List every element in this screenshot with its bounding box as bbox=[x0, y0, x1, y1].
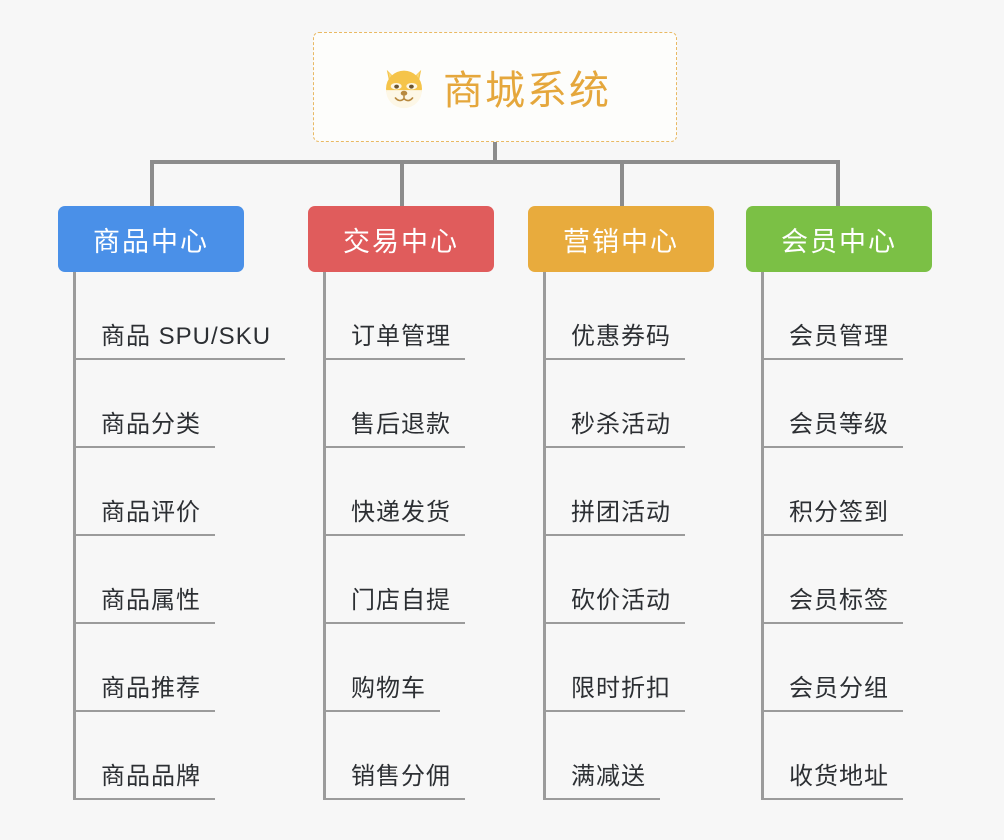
root-title: 商城系统 bbox=[443, 69, 611, 113]
item-label: 商品属性 bbox=[101, 587, 201, 614]
shiba-inu-icon bbox=[379, 62, 429, 112]
list-item[interactable]: 购物车 bbox=[308, 624, 494, 712]
list-item[interactable]: 售后退款 bbox=[308, 360, 494, 448]
branch-spine-3 bbox=[543, 272, 546, 800]
connector-drop-1 bbox=[150, 160, 154, 208]
list-item[interactable]: 商品属性 bbox=[58, 536, 244, 624]
connector-drop-3 bbox=[620, 160, 624, 208]
branch-header-1[interactable]: 商品中心 bbox=[58, 206, 244, 272]
list-item[interactable]: 商品推荐 bbox=[58, 624, 244, 712]
branch-column-1: 商品中心 商品 SPU/SKU 商品分类 商品评价 商品属性 商品推荐 商品品牌 bbox=[58, 206, 286, 800]
connector-drop-2 bbox=[400, 160, 404, 208]
item-label: 购物车 bbox=[351, 675, 426, 702]
branch-header-3[interactable]: 营销中心 bbox=[528, 206, 714, 272]
branch-spine-1 bbox=[73, 272, 76, 800]
item-label: 商品评价 bbox=[101, 499, 201, 526]
item-label: 会员管理 bbox=[789, 323, 889, 350]
item-label: 砍价活动 bbox=[571, 587, 671, 614]
item-label: 销售分佣 bbox=[351, 763, 451, 790]
list-item[interactable]: 商品评价 bbox=[58, 448, 244, 536]
branch-items-4: 会员管理 会员等级 积分签到 会员标签 会员分组 收货地址 bbox=[746, 272, 932, 800]
item-label: 积分签到 bbox=[789, 499, 889, 526]
item-label: 拼团活动 bbox=[571, 499, 671, 526]
branch-items-1: 商品 SPU/SKU 商品分类 商品评价 商品属性 商品推荐 商品品牌 bbox=[58, 272, 286, 800]
item-label: 秒杀活动 bbox=[571, 411, 671, 438]
branch-column-2: 交易中心 订单管理 售后退款 快递发货 门店自提 购物车 销售分佣 bbox=[308, 206, 494, 800]
item-label: 商品品牌 bbox=[101, 763, 201, 790]
connector-root-stub bbox=[493, 142, 497, 164]
branch-header-4[interactable]: 会员中心 bbox=[746, 206, 932, 272]
list-item[interactable]: 会员分组 bbox=[746, 624, 932, 712]
branch-column-3: 营销中心 优惠券码 秒杀活动 拼团活动 砍价活动 限时折扣 满减送 bbox=[528, 206, 714, 800]
list-item[interactable]: 满减送 bbox=[528, 712, 714, 800]
list-item[interactable]: 商品 SPU/SKU bbox=[58, 272, 286, 360]
item-label: 会员标签 bbox=[789, 587, 889, 614]
item-label: 快递发货 bbox=[351, 499, 451, 526]
list-item[interactable]: 快递发货 bbox=[308, 448, 494, 536]
item-label: 售后退款 bbox=[351, 411, 451, 438]
branch-header-label: 会员中心 bbox=[781, 226, 897, 257]
item-label: 收货地址 bbox=[789, 763, 889, 790]
list-item[interactable]: 优惠券码 bbox=[528, 272, 714, 360]
connector-drop-4 bbox=[836, 160, 840, 208]
branch-column-4: 会员中心 会员管理 会员等级 积分签到 会员标签 会员分组 收货地址 bbox=[746, 206, 932, 800]
connector-horizontal-bar bbox=[150, 160, 840, 164]
root-node[interactable]: 商城系统 bbox=[313, 32, 677, 142]
item-label: 门店自提 bbox=[351, 587, 451, 614]
item-label: 商品推荐 bbox=[101, 675, 201, 702]
item-label: 会员等级 bbox=[789, 411, 889, 438]
item-label: 满减送 bbox=[571, 763, 646, 790]
list-item[interactable]: 商品品牌 bbox=[58, 712, 244, 800]
item-label: 会员分组 bbox=[789, 675, 889, 702]
branch-header-label: 商品中心 bbox=[93, 226, 209, 257]
list-item[interactable]: 积分签到 bbox=[746, 448, 932, 536]
list-item[interactable]: 会员管理 bbox=[746, 272, 932, 360]
branch-spine-4 bbox=[761, 272, 764, 800]
list-item[interactable]: 门店自提 bbox=[308, 536, 494, 624]
list-item[interactable]: 商品分类 bbox=[58, 360, 244, 448]
branch-items-3: 优惠券码 秒杀活动 拼团活动 砍价活动 限时折扣 满减送 bbox=[528, 272, 714, 800]
list-item[interactable]: 订单管理 bbox=[308, 272, 494, 360]
list-item[interactable]: 砍价活动 bbox=[528, 536, 714, 624]
branch-spine-2 bbox=[323, 272, 326, 800]
item-label: 商品 SPU/SKU bbox=[101, 323, 272, 350]
item-label: 商品分类 bbox=[101, 411, 201, 438]
list-item[interactable]: 销售分佣 bbox=[308, 712, 494, 800]
item-label: 优惠券码 bbox=[571, 323, 671, 350]
list-item[interactable]: 拼团活动 bbox=[528, 448, 714, 536]
item-label: 订单管理 bbox=[351, 323, 451, 350]
branch-header-label: 营销中心 bbox=[563, 226, 679, 257]
list-item[interactable]: 会员等级 bbox=[746, 360, 932, 448]
list-item[interactable]: 收货地址 bbox=[746, 712, 932, 800]
list-item[interactable]: 秒杀活动 bbox=[528, 360, 714, 448]
branch-items-2: 订单管理 售后退款 快递发货 门店自提 购物车 销售分佣 bbox=[308, 272, 494, 800]
list-item[interactable]: 限时折扣 bbox=[528, 624, 714, 712]
branch-header-label: 交易中心 bbox=[343, 226, 459, 257]
item-label: 限时折扣 bbox=[571, 675, 671, 702]
branch-header-2[interactable]: 交易中心 bbox=[308, 206, 494, 272]
list-item[interactable]: 会员标签 bbox=[746, 536, 932, 624]
